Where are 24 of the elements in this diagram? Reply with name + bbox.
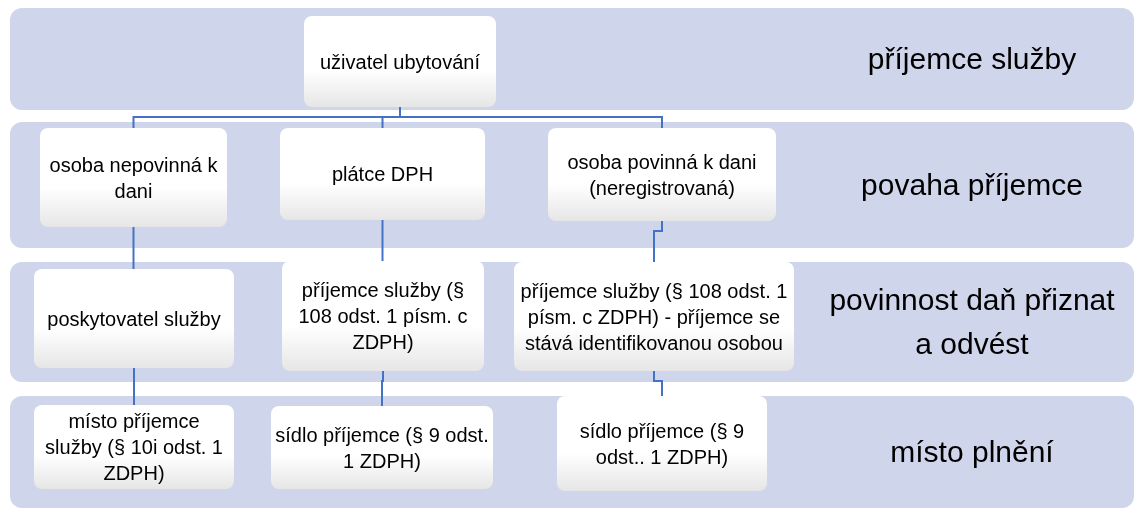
band-panel: [10, 8, 1134, 110]
process-box: sídlo příjemce (§ 9 odst. 1 ZDPH): [271, 406, 493, 489]
process-box: uživatel ubytování: [304, 16, 496, 107]
connector-line: [132, 226, 135, 270]
process-box: příjemce služby (§ 108 odst. 1 písm. c ZDPH) - příjemce se stává identifikovanou osobou: [514, 262, 794, 371]
connector-line: [653, 220, 663, 263]
process-box: osoba povinná k dani (neregistrovaná): [548, 128, 776, 221]
connector-line: [133, 367, 135, 406]
process-box: plátce DPH: [280, 128, 485, 220]
connector-line: [653, 370, 663, 397]
band-panel: [10, 122, 1134, 248]
process-box: příjemce služby (§ 108 odst. 1 písm. c ZDPH): [282, 261, 484, 371]
band-panel: [10, 262, 1134, 382]
process-box: místo příjemce služby (§ 10i odst. 1 ZDPH): [34, 405, 234, 489]
process-box: poskytovatel služby: [34, 269, 234, 368]
band-label: místo plnění: [889, 434, 1055, 470]
band-label: příjemce služby: [866, 41, 1078, 77]
connector-line: [381, 219, 384, 262]
band-label: povaha příjemce: [860, 167, 1084, 203]
connector-line: [381, 370, 384, 407]
band-panel: [10, 396, 1134, 508]
band-label: povinnost daň přiznat a odvést: [828, 282, 1116, 362]
process-box: osoba nepovinná k dani: [40, 128, 227, 227]
process-box: sídlo příjemce (§ 9 odst.. 1 ZDPH): [557, 396, 767, 491]
